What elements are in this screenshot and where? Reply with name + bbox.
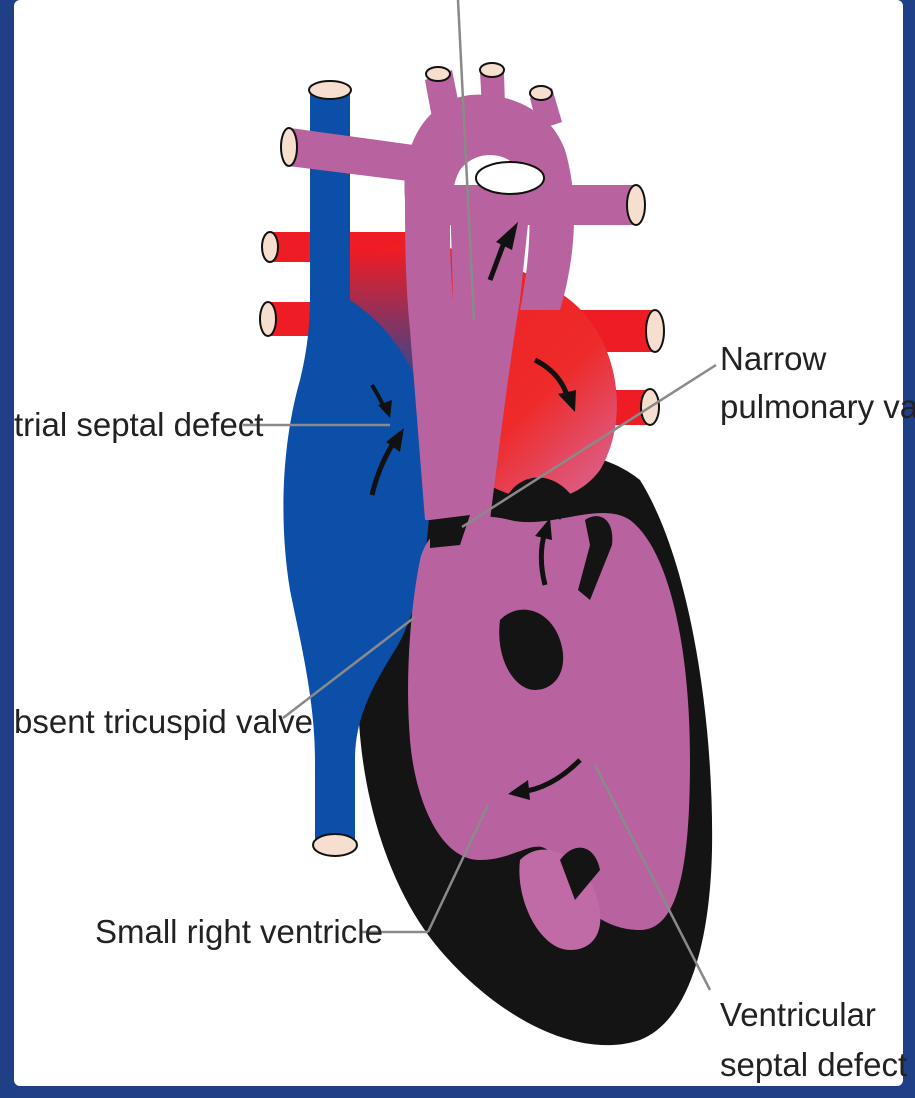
- label-ventricular: Ventricular: [720, 996, 876, 1033]
- label-absent-tricuspid-valve: bsent tricuspid valve: [14, 703, 313, 740]
- label-septal-defect: septal defect: [720, 1046, 907, 1083]
- ivc-opening: [313, 834, 357, 856]
- label-narrow: Narrow: [720, 340, 827, 377]
- label-small-right-ventricle: Small right ventricle: [95, 913, 383, 950]
- svc-opening: [309, 81, 351, 99]
- aortic-arch-gap: [476, 162, 544, 194]
- label-pulmonary-valve: pulmonary valv: [720, 388, 915, 425]
- label-atrial-septal-defect: trial septal defect: [14, 406, 263, 443]
